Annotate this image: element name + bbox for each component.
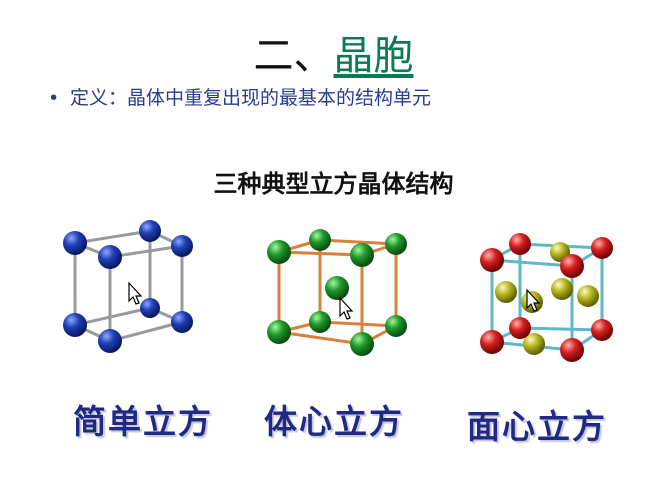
bullet-marker: • xyxy=(48,87,60,109)
definition-text: 定义：晶体中重复出现的最基本的结构单元 xyxy=(70,87,432,109)
bcc-center-atom xyxy=(325,276,349,300)
definition-bullet: • 定义：晶体中重复出现的最基本的结构单元 xyxy=(48,86,431,110)
label-body-centered-cubic: 体心立方 xyxy=(264,402,404,441)
body-centered-cubic-diagram xyxy=(267,229,407,356)
title-link[interactable]: 晶胞 xyxy=(333,33,414,79)
mouse-pointer-icon xyxy=(339,296,354,320)
bcc-atoms xyxy=(267,229,407,356)
fcc-corner-atoms xyxy=(480,233,613,362)
label-face-centered-cubic: 面心立方 xyxy=(467,407,607,446)
simple-cubic-atoms xyxy=(63,220,193,353)
section-subtitle: 三种典型立方晶体结构 xyxy=(213,170,454,198)
title-prefix: 二、 xyxy=(253,33,334,79)
face-centered-cubic-diagram xyxy=(480,233,613,362)
slide-title: 二、晶胞 xyxy=(0,30,667,82)
simple-cubic-diagram xyxy=(63,220,193,353)
mouse-pointer-icon xyxy=(128,281,143,305)
label-simple-cubic: 简单立方 xyxy=(73,402,213,441)
mouse-pointer-icon xyxy=(526,288,541,312)
